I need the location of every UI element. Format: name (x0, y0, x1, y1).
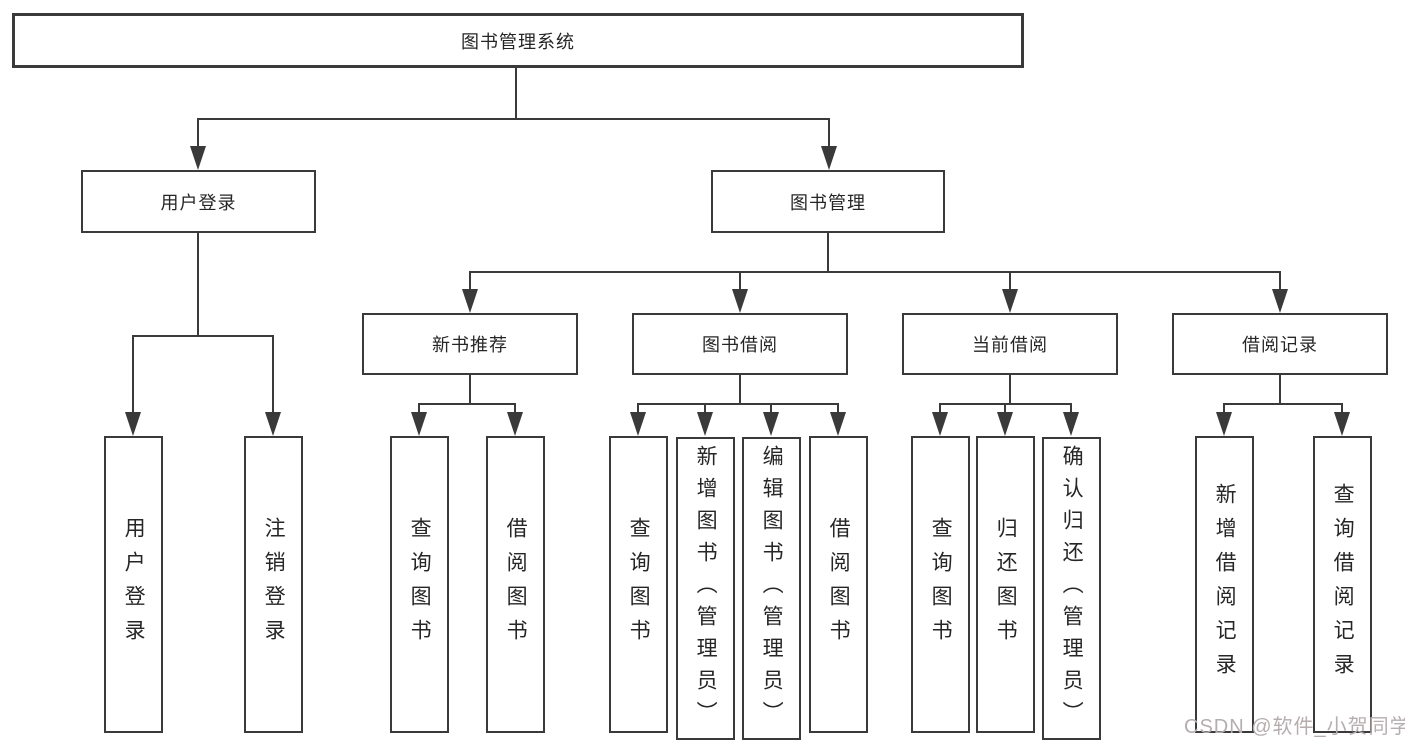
arrow-down-icon (821, 146, 837, 170)
arrow-down-icon (507, 412, 523, 436)
connector-line (1070, 403, 1072, 412)
connector-line (469, 271, 471, 289)
connector-line (637, 403, 639, 412)
connector-line (418, 403, 516, 405)
arrow-down-icon (697, 412, 713, 436)
leaf-query-books-current: 查询图书 (911, 436, 970, 733)
connector-line (739, 271, 741, 289)
leaf-edit-books-admin: 编辑图书（管理员） (742, 437, 801, 740)
node-library-management-system: 图书管理系统 (12, 13, 1024, 68)
leaf-label: 新增图书（管理员） (694, 444, 718, 733)
arrow-down-icon (732, 289, 748, 313)
arrow-down-icon (630, 412, 646, 436)
leaf-label: 归还图书 (994, 516, 1018, 653)
node-label: 图书管理系统 (461, 31, 575, 52)
leaf-label: 借阅图书 (827, 516, 851, 653)
connector-line (515, 68, 517, 118)
arrow-down-icon (1216, 412, 1232, 436)
node-label: 当前借阅 (972, 335, 1048, 355)
arrow-down-icon (932, 412, 948, 436)
leaf-label: 查询图书 (627, 516, 651, 653)
connector-line (198, 118, 830, 120)
leaf-borrow-books: 借阅图书 (809, 436, 868, 733)
arrow-down-icon (411, 412, 427, 436)
connector-line (739, 375, 741, 403)
leaf-return-books: 归还图书 (976, 436, 1035, 733)
connector-line (132, 335, 274, 337)
connector-line (939, 403, 941, 412)
node-book-management: 图书管理 (711, 170, 945, 233)
arrow-down-icon (1272, 289, 1288, 313)
arrow-down-icon (1063, 412, 1079, 436)
leaf-label: 注销登录 (262, 516, 286, 653)
arrow-down-icon (462, 289, 478, 313)
connector-line (272, 335, 274, 412)
node-user-login: 用户登录 (81, 170, 316, 233)
connector-line (197, 233, 199, 335)
leaf-add-borrow-record: 新增借阅记录 (1195, 436, 1254, 733)
leaf-query-books-borrowing: 查询图书 (609, 436, 668, 733)
connector-line (837, 403, 839, 412)
connector-line (469, 271, 1281, 273)
node-new-book-recommend: 新书推荐 (362, 313, 578, 375)
connector-line (770, 403, 772, 412)
connector-line (704, 403, 706, 412)
node-label: 图书管理 (790, 192, 866, 213)
node-label: 新书推荐 (432, 335, 508, 355)
arrow-down-icon (1002, 289, 1018, 313)
leaf-label: 查询图书 (929, 516, 953, 653)
connector-line (1004, 403, 1006, 412)
leaf-borrow-books-recommend: 借阅图书 (486, 436, 545, 733)
leaf-query-borrow-record: 查询借阅记录 (1313, 436, 1372, 733)
leaf-logout: 注销登录 (244, 436, 303, 733)
node-label: 借阅记录 (1242, 335, 1318, 355)
node-current-borrowing: 当前借阅 (902, 313, 1118, 375)
connector-line (1223, 403, 1343, 405)
connector-line (197, 118, 199, 146)
csdn-watermark: CSDN @软件_小贺同学 (1184, 716, 1405, 738)
leaf-label: 用户登录 (122, 516, 146, 653)
arrow-down-icon (1334, 412, 1350, 436)
connector-line (637, 403, 838, 405)
leaf-query-books-recommend: 查询图书 (390, 436, 449, 733)
connector-line (1341, 403, 1343, 412)
connector-line (1223, 403, 1225, 412)
connector-line (1009, 271, 1011, 289)
arrow-down-icon (190, 146, 206, 170)
leaf-label: 新增借阅记录 (1213, 482, 1237, 687)
connector-line (1009, 375, 1011, 403)
connector-line (418, 403, 420, 412)
connector-line (1279, 375, 1281, 403)
node-borrowing-records: 借阅记录 (1172, 313, 1388, 375)
connector-line (1279, 271, 1281, 289)
node-book-borrowing: 图书借阅 (632, 313, 848, 375)
leaf-label: 编辑图书（管理员） (760, 444, 784, 733)
arrow-down-icon (763, 412, 779, 436)
leaf-user-login: 用户登录 (104, 436, 163, 733)
leaf-label: 查询借阅记录 (1331, 482, 1355, 687)
node-label: 图书借阅 (702, 335, 778, 355)
connector-line (827, 233, 829, 272)
connector-line (514, 403, 516, 412)
leaf-label: 借阅图书 (504, 516, 528, 653)
arrow-down-icon (125, 412, 141, 436)
arrow-down-icon (830, 412, 846, 436)
leaf-label: 查询图书 (408, 516, 432, 653)
arrow-down-icon (997, 412, 1013, 436)
leaf-confirm-return-admin: 确认归还（管理员） (1042, 437, 1101, 740)
connector-line (828, 118, 830, 146)
connector-line (469, 375, 471, 403)
arrow-down-icon (265, 412, 281, 436)
connector-line (132, 335, 134, 412)
leaf-label: 确认归还（管理员） (1060, 444, 1084, 733)
leaf-add-books-admin: 新增图书（管理员） (676, 437, 735, 740)
node-label: 用户登录 (160, 192, 237, 213)
